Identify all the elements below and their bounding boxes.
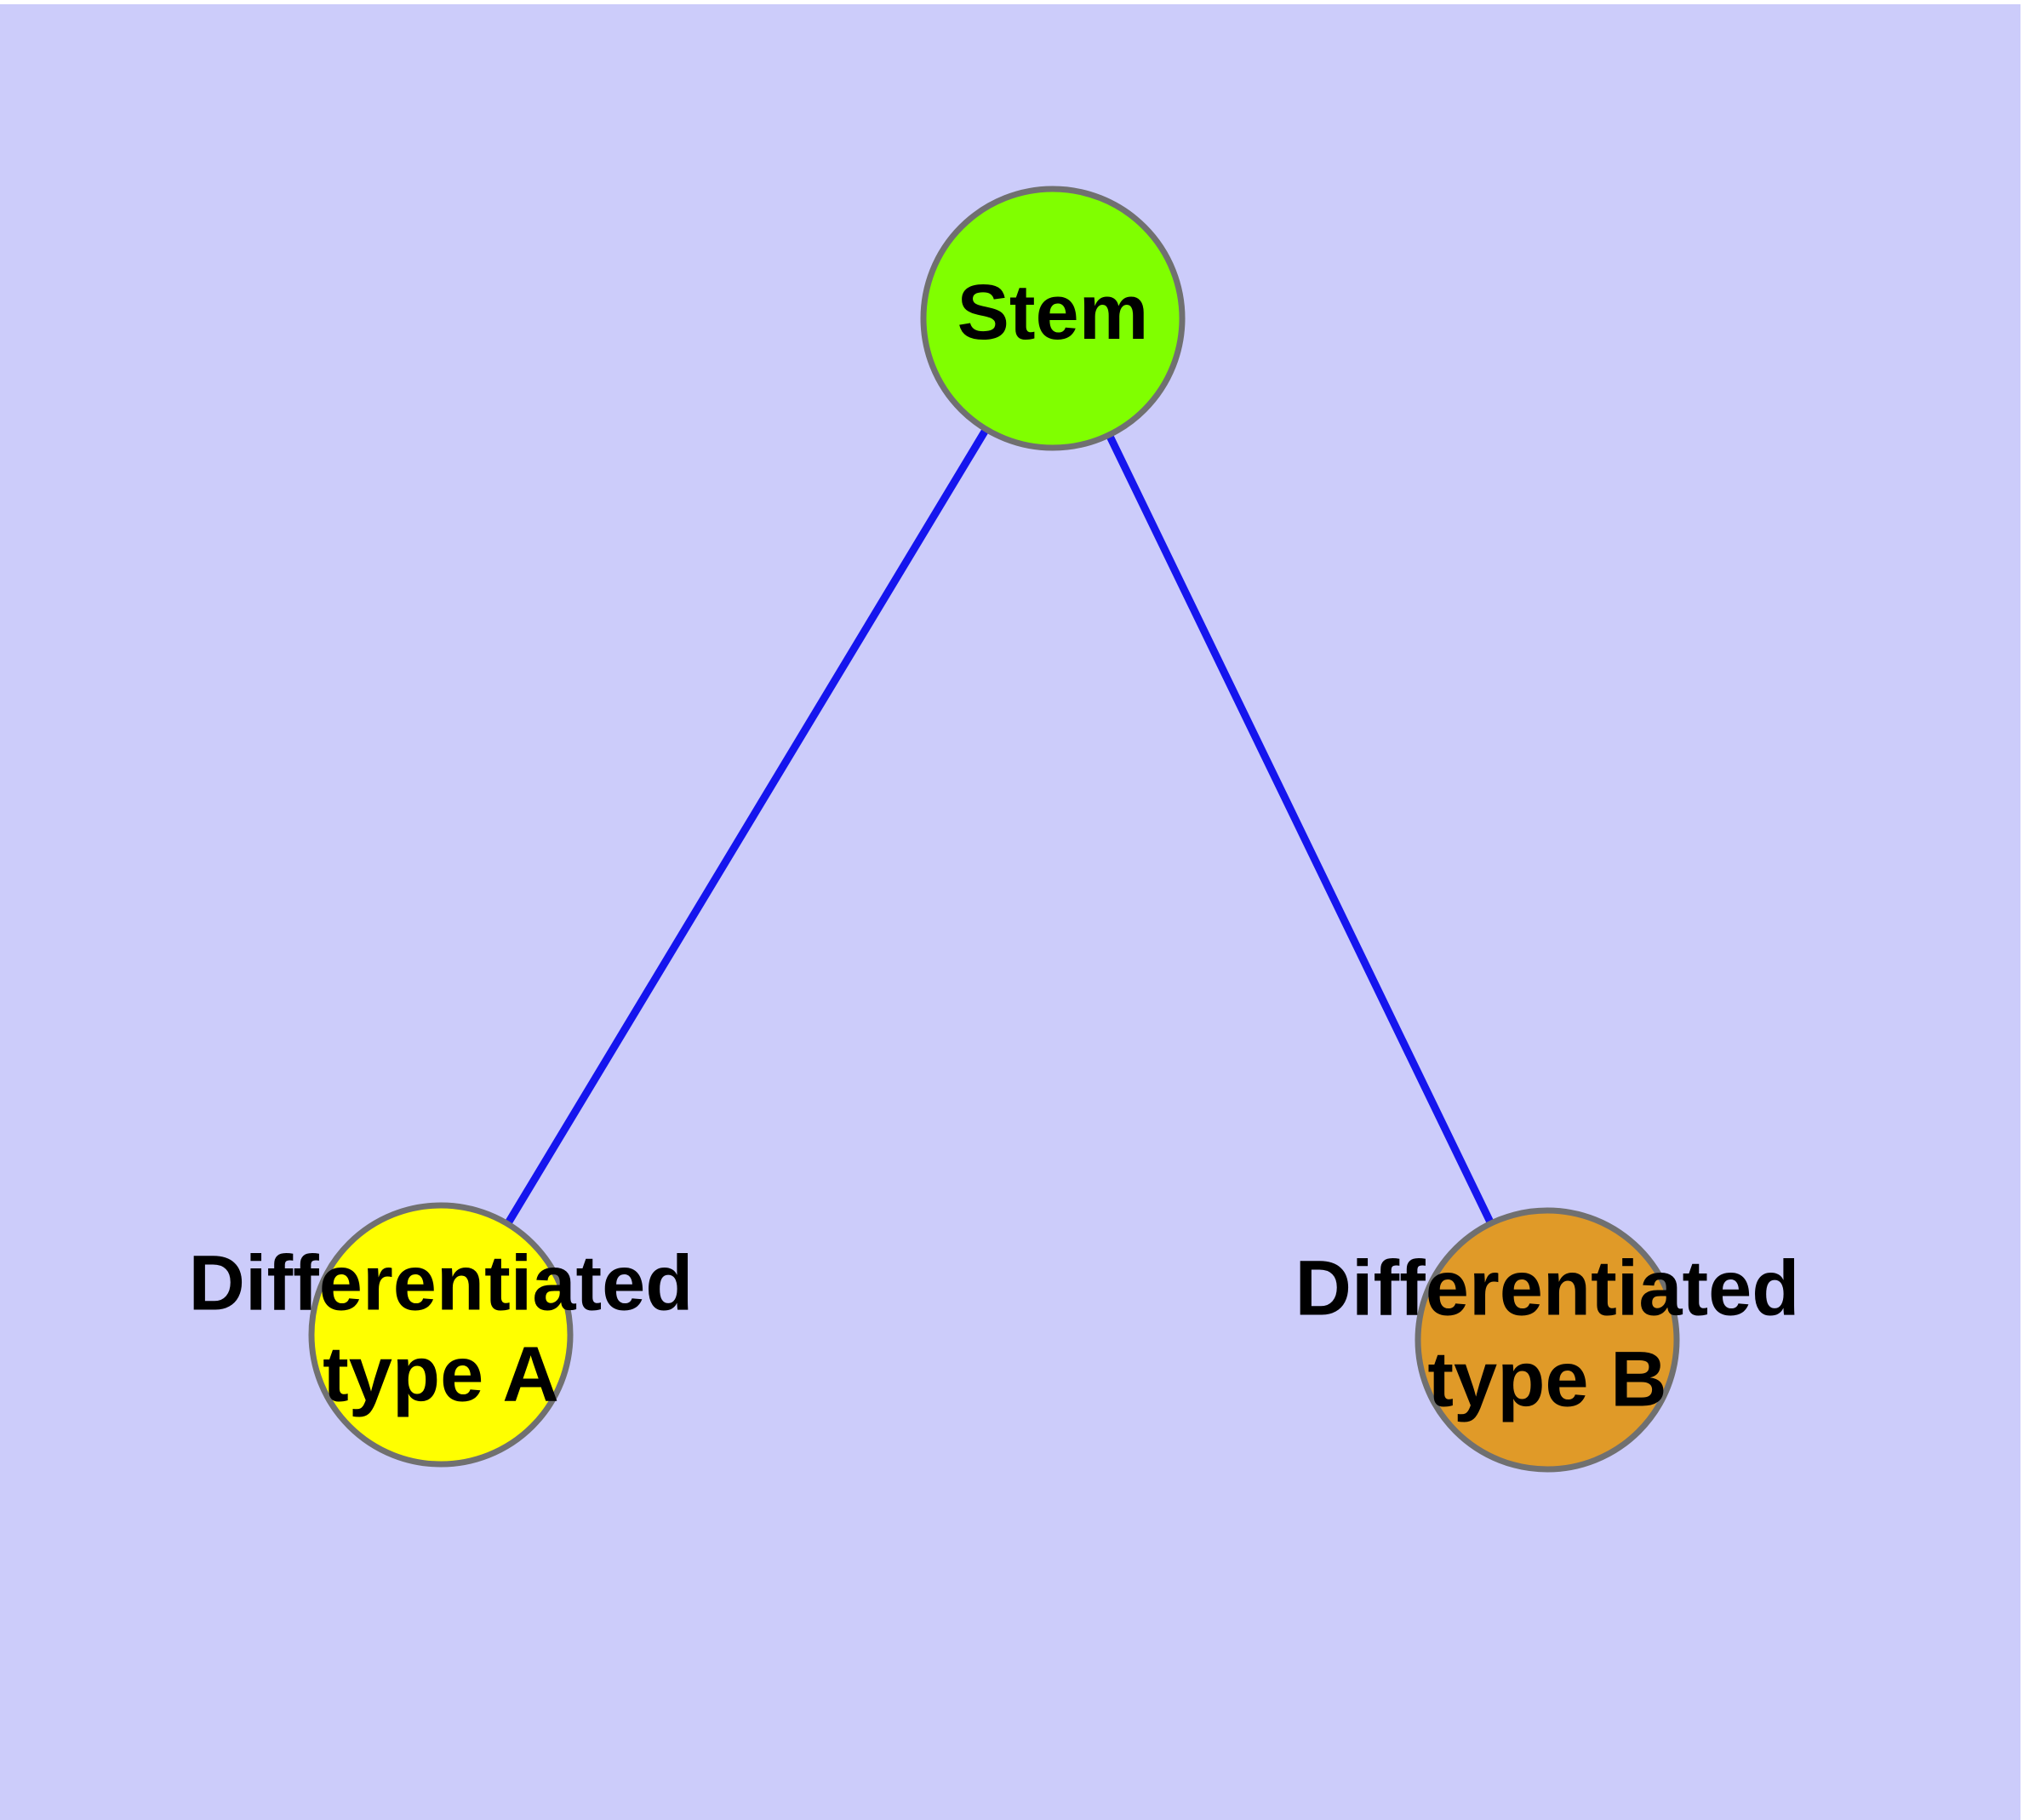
node-diff_a[interactable] bbox=[308, 1202, 574, 1468]
node-diff_b[interactable] bbox=[1415, 1207, 1680, 1473]
edge-stem-diff-b[interactable] bbox=[1049, 317, 1552, 1342]
node-stem[interactable] bbox=[920, 186, 1186, 451]
node-layer bbox=[308, 186, 1680, 1473]
node-label-line: Stem bbox=[957, 269, 1149, 356]
edge-layer bbox=[437, 316, 1552, 1342]
node-label-line: type B bbox=[1427, 1336, 1666, 1423]
node-label-line: type A bbox=[323, 1331, 559, 1418]
edge-stem-diff-a[interactable] bbox=[437, 316, 1056, 1337]
node-label-stem: Stem bbox=[957, 269, 1149, 356]
node-label-line: Differentiated bbox=[189, 1240, 694, 1327]
node-label-line: Differentiated bbox=[1295, 1245, 1800, 1332]
